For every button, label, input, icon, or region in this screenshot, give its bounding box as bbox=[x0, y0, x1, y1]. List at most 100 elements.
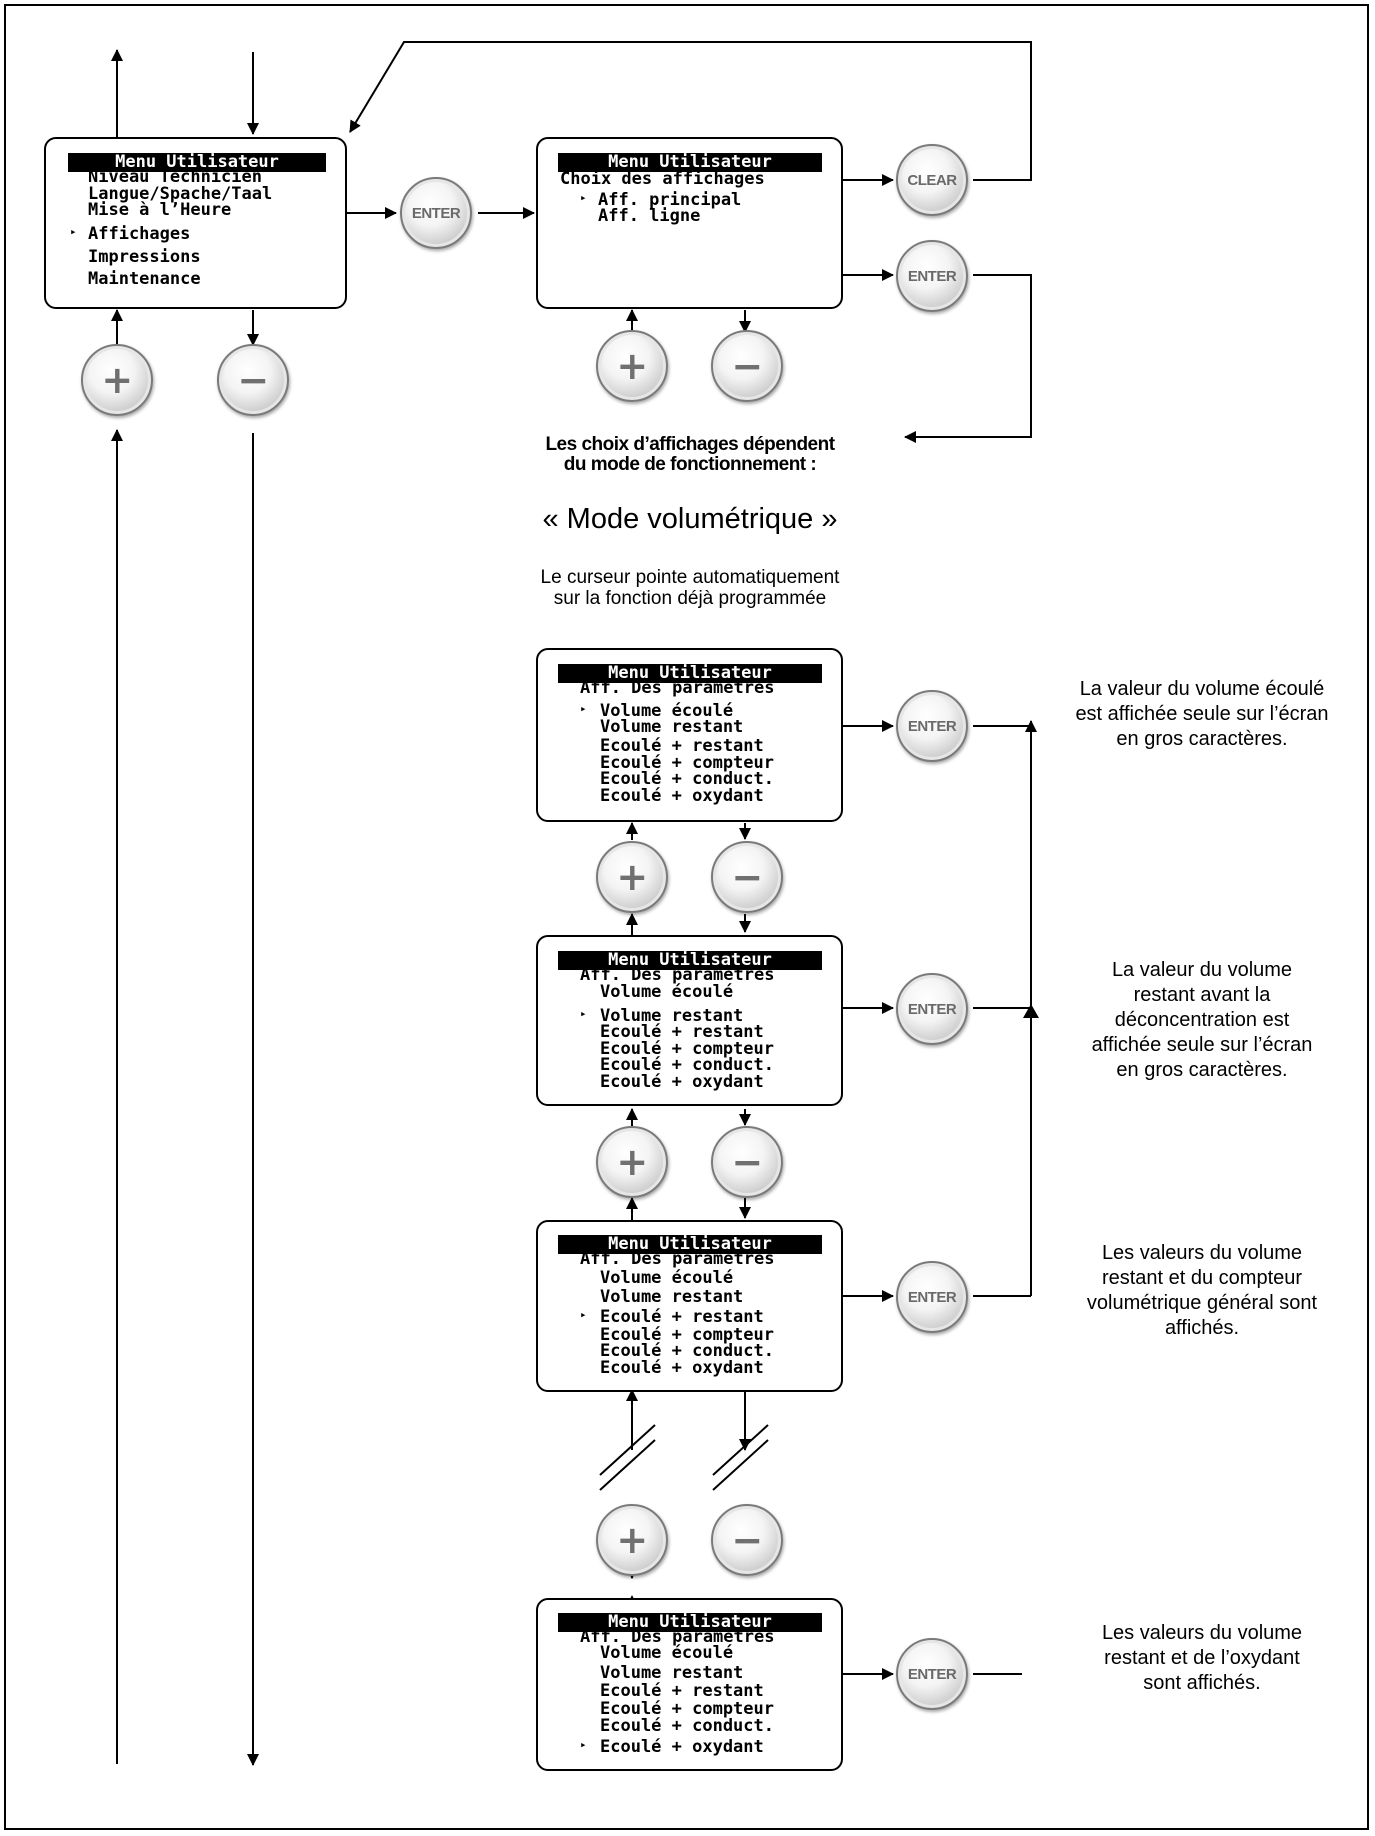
plus-icon: + bbox=[616, 1518, 648, 1562]
menu-item[interactable]: Ecoulé + conduct. bbox=[600, 1055, 774, 1075]
enter-label: ENTER bbox=[411, 204, 461, 222]
menu-item[interactable]: Volume restant bbox=[600, 1287, 744, 1307]
minus-button[interactable]: − bbox=[711, 1126, 783, 1198]
screen-header: Menu Utilisateur bbox=[558, 951, 822, 970]
menu-item[interactable]: Volume écoulé bbox=[600, 982, 734, 1002]
menu-item[interactable]: Ecoulé + compteur bbox=[600, 1325, 774, 1345]
menu-item[interactable]: Volume restant bbox=[600, 1006, 744, 1026]
menu-item-main-display[interactable]: Aff. principal bbox=[598, 190, 742, 210]
menu-item-line-display[interactable]: Aff. ligne bbox=[598, 206, 701, 226]
screen-header: Menu Utilisateur bbox=[68, 153, 326, 172]
clear-label: CLEAR bbox=[907, 171, 957, 189]
menu-item[interactable]: Ecoulé + oxydant bbox=[600, 1358, 764, 1378]
minus-button[interactable]: − bbox=[217, 344, 289, 416]
plus-button[interactable]: + bbox=[596, 1126, 668, 1198]
clear-button[interactable]: CLEAR bbox=[896, 144, 968, 216]
enter-button[interactable]: ENTER bbox=[896, 1261, 968, 1333]
minus-icon: − bbox=[731, 344, 763, 388]
cursor-arrow-icon: ▸ bbox=[70, 225, 77, 238]
plus-button[interactable]: + bbox=[81, 344, 153, 416]
menu-item[interactable]: Ecoulé + compteur bbox=[600, 1039, 774, 1059]
menu-item[interactable]: Volume restant bbox=[600, 1663, 744, 1683]
menu-item[interactable]: Ecoulé + compteur bbox=[600, 753, 774, 773]
plus-button[interactable]: + bbox=[596, 330, 668, 402]
plus-icon: + bbox=[101, 358, 133, 402]
arrow-clear-loop bbox=[349, 41, 1032, 181]
screen-header: Menu Utilisateur bbox=[558, 153, 822, 172]
screen-title: Aff. Des paramètres bbox=[580, 965, 775, 985]
minus-icon: − bbox=[731, 855, 763, 899]
menu-item[interactable]: Ecoulé + oxydant bbox=[600, 1737, 764, 1757]
description-ecoule-restant: Les valeurs du volume restant et du comp… bbox=[1086, 1242, 1318, 1339]
menu-item-maintenance[interactable]: Maintenance bbox=[88, 269, 201, 289]
description-ecoule-oxydant: Les valeurs du volume restant et de l’ox… bbox=[1101, 1622, 1303, 1694]
cursor-arrow-icon: ▸ bbox=[580, 191, 587, 204]
cursor-arrow-icon: ▸ bbox=[580, 702, 587, 715]
menu-item[interactable]: Ecoulé + oxydant bbox=[600, 1072, 764, 1092]
menu-item[interactable]: Volume écoulé bbox=[600, 701, 734, 721]
menu-item[interactable]: Ecoulé + conduct. bbox=[600, 1716, 774, 1736]
enter-button[interactable]: ENTER bbox=[896, 690, 968, 762]
screen-title: Choix des affichages bbox=[560, 169, 765, 189]
screen-header: Menu Utilisateur bbox=[558, 664, 822, 683]
menu-item-prints[interactable]: Impressions bbox=[88, 247, 201, 267]
menu-item-language[interactable]: Langue/Spache/Taal bbox=[88, 184, 273, 204]
cursor-arrow-icon: ▸ bbox=[580, 1308, 587, 1321]
enter-button[interactable]: ENTER bbox=[400, 177, 472, 249]
plus-button[interactable]: + bbox=[596, 1504, 668, 1576]
menu-item[interactable]: Ecoulé + restant bbox=[600, 1681, 764, 1701]
enter-label: ENTER bbox=[907, 717, 957, 735]
minus-icon: − bbox=[237, 358, 269, 402]
menu-item-technician[interactable]: Niveau Technicien bbox=[88, 167, 262, 187]
enter-label: ENTER bbox=[907, 1000, 957, 1018]
param-screen-4: Menu Utilisateur Aff. Des paramètres Vol… bbox=[536, 1598, 843, 1771]
screen-title: Aff. Des paramètres bbox=[580, 1627, 775, 1647]
minus-icon: − bbox=[731, 1140, 763, 1184]
param-screen-3: Menu Utilisateur Aff. Des paramètres Vol… bbox=[536, 1220, 843, 1392]
screen-header: Menu Utilisateur bbox=[558, 1235, 822, 1254]
menu-item[interactable]: Ecoulé + restant bbox=[600, 736, 764, 756]
menu-item[interactable]: Ecoulé + restant bbox=[600, 1022, 764, 1042]
menu-item[interactable]: Ecoulé + conduct. bbox=[600, 769, 774, 789]
plus-button[interactable]: + bbox=[596, 841, 668, 913]
menu-item[interactable]: Ecoulé + compteur bbox=[600, 1699, 774, 1719]
cursor-info-note: Le curseur pointe automatiquement sur la… bbox=[540, 567, 840, 609]
menu-item[interactable]: Ecoulé + oxydant bbox=[600, 786, 764, 806]
minus-button[interactable]: − bbox=[711, 841, 783, 913]
enter-label: ENTER bbox=[907, 1665, 957, 1683]
cursor-arrow-icon: ▸ bbox=[580, 1007, 587, 1020]
enter-label: ENTER bbox=[907, 267, 957, 285]
enter-label: ENTER bbox=[907, 1288, 957, 1306]
menu-item[interactable]: Volume restant bbox=[600, 717, 744, 737]
minus-button[interactable]: − bbox=[711, 330, 783, 402]
enter-button[interactable]: ENTER bbox=[896, 240, 968, 312]
menu-item[interactable]: Ecoulé + conduct. bbox=[600, 1341, 774, 1361]
minus-icon: − bbox=[731, 1518, 763, 1562]
param-screen-1: Menu Utilisateur Aff. Des paramètres ▸ V… bbox=[536, 648, 843, 822]
enter-button[interactable]: ENTER bbox=[896, 1638, 968, 1710]
enter-button[interactable]: ENTER bbox=[896, 973, 968, 1045]
menu-item[interactable]: Volume écoulé bbox=[600, 1643, 734, 1663]
menu-item-displays[interactable]: Affichages bbox=[88, 224, 191, 244]
plus-icon: + bbox=[616, 855, 648, 899]
plus-icon: + bbox=[616, 1140, 648, 1184]
description-volume-ecoule: La valeur du volume écoulé est affichée … bbox=[1075, 678, 1329, 750]
mode-dependency-note: Les choix d’affichages dépendent du mode… bbox=[545, 434, 835, 475]
plus-icon: + bbox=[616, 344, 648, 388]
main-menu-screen: Menu Utilisateur Niveau Technicien Langu… bbox=[44, 137, 347, 309]
screen-header: Menu Utilisateur bbox=[558, 1613, 822, 1632]
cursor-arrow-icon: ▸ bbox=[580, 1738, 587, 1751]
mode-title: « Mode volumétrique » bbox=[542, 503, 838, 535]
screen-title: Aff. Des paramètres bbox=[580, 678, 775, 698]
menu-item[interactable]: Volume écoulé bbox=[600, 1268, 734, 1288]
description-volume-restant: La valeur du volume restant avant la déc… bbox=[1091, 959, 1313, 1081]
menu-item[interactable]: Ecoulé + restant bbox=[600, 1307, 764, 1327]
arrow-enter-to-notes bbox=[904, 274, 1032, 443]
menu-item-time[interactable]: Mise à l’Heure bbox=[88, 200, 232, 220]
display-choice-screen: Menu Utilisateur Choix des affichages ▸ … bbox=[536, 137, 843, 309]
param-screen-2: Menu Utilisateur Aff. Des paramètres Vol… bbox=[536, 935, 843, 1106]
page-frame bbox=[4, 4, 1369, 1830]
minus-button[interactable]: − bbox=[711, 1504, 783, 1576]
